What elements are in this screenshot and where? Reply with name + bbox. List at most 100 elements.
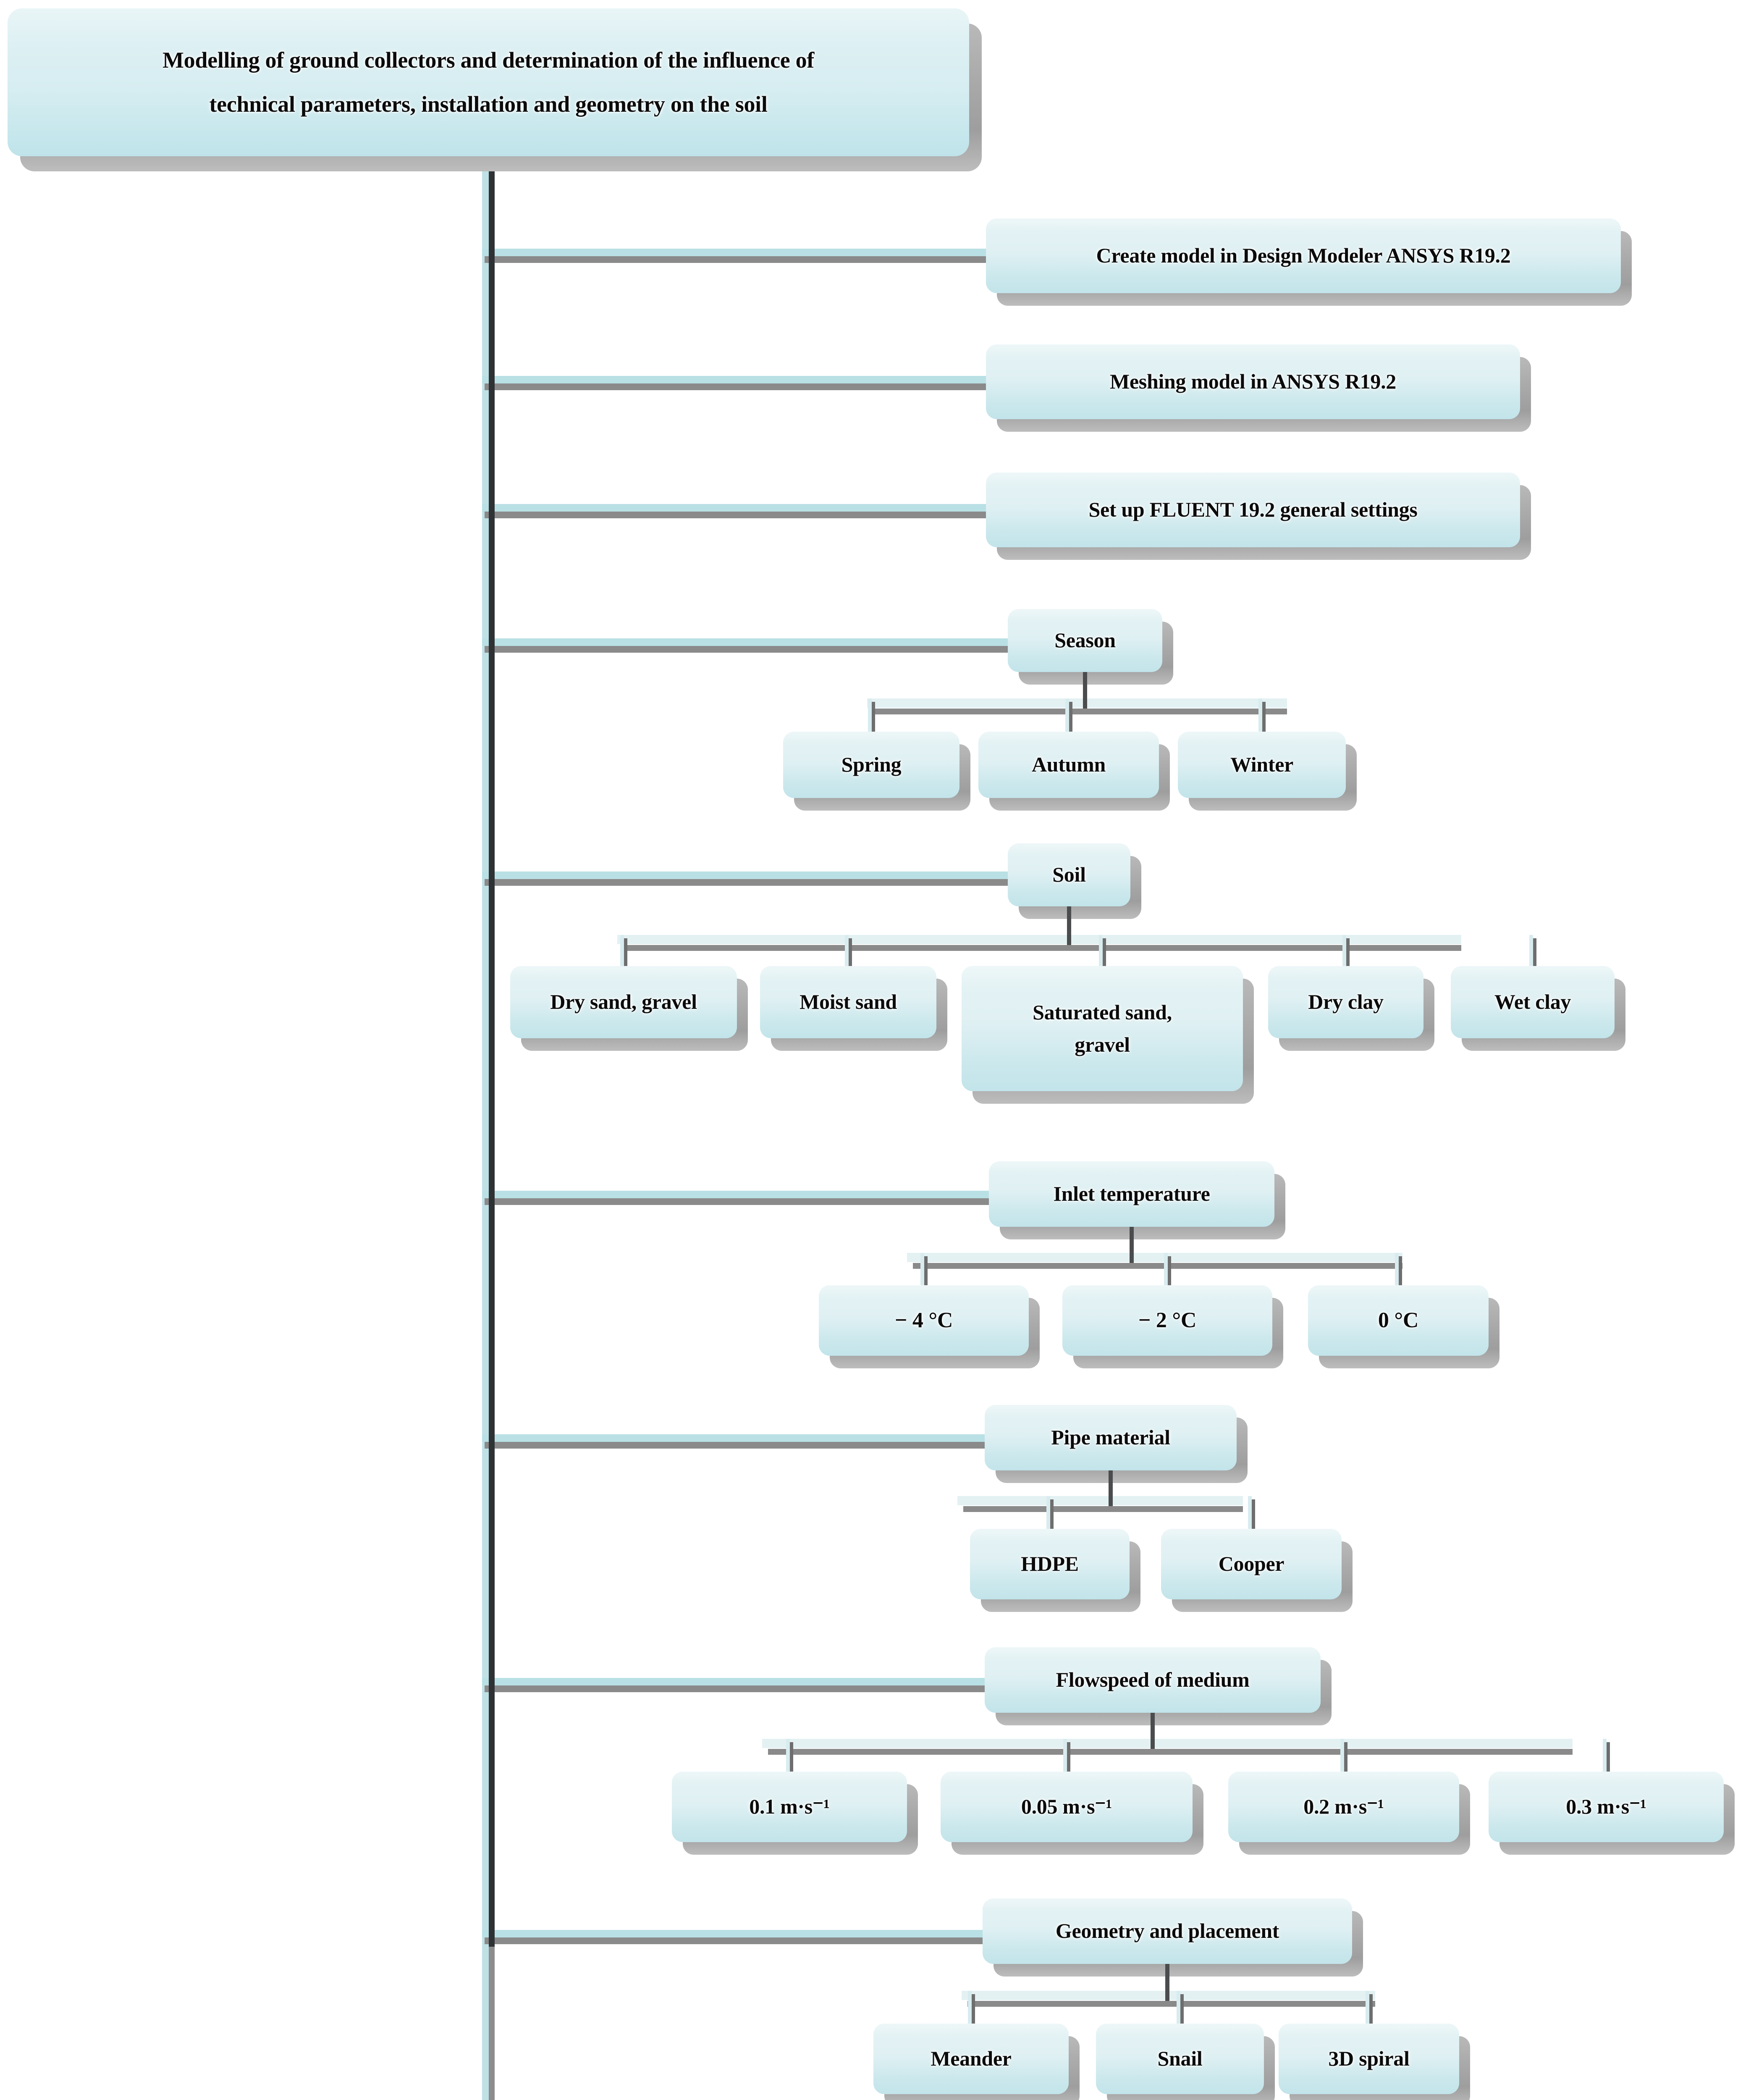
node-winter[interactable]: Winter [1178,732,1346,798]
node-dry-sand-gravel[interactable]: Dry sand, gravel [510,966,737,1038]
node-saturated-sand-gravel-drop-shadow [1103,938,1106,971]
node-dry-sand-gravel-drop-shadow [624,938,627,971]
node-3d-spiral-drop-shadow [1369,1994,1373,2029]
node-winter-drop-shadow [1262,702,1266,737]
node-minus-2c-drop-shadow [1168,1256,1171,1290]
node-inlet-temperature[interactable]: Inlet temperature [989,1161,1274,1227]
node-spring[interactable]: Spring [783,732,959,798]
node-fluent-settings[interactable]: Set up FLUENT 19.2 general settings [986,472,1520,547]
node-minus-4c-drop-shadow [924,1256,928,1290]
node-meshing-model-connector [482,376,990,383]
node-3d-spiral-drop [1366,1991,1369,2029]
node-create-model-connector [482,249,990,256]
node-fluent-settings-label: Set up FLUENT 19.2 general settings [1088,498,1418,522]
diagram-title-label: Modelling of ground collectors and deter… [162,47,814,117]
node-soil-stem [1067,904,1071,945]
node-soil[interactable]: Soil [1008,843,1130,906]
node-fluent-settings-connector [482,504,990,512]
node-dry-clay-drop [1342,935,1346,971]
node-wet-clay[interactable]: Wet clay [1451,966,1615,1038]
node-season-children-bar [867,698,1287,708]
node-meander[interactable]: Meander [873,2024,1069,2094]
node-autumn-drop [1065,698,1069,737]
node-geometry-placement-stem [1165,1961,1169,2001]
node-minus-2c[interactable]: − 2 °C [1062,1285,1272,1356]
node-pipe-material-children-bar [957,1496,1243,1505]
node-create-model[interactable]: Create model in Design Modeler ANSYS R19… [986,218,1621,293]
node-moist-sand[interactable]: Moist sand [760,966,936,1038]
node-soil-connector [482,872,1012,879]
node-dry-clay[interactable]: Dry clay [1268,966,1423,1038]
node-autumn[interactable]: Autumn [978,732,1159,798]
node-meander-drop-shadow [971,1994,975,2029]
node-pipe-material[interactable]: Pipe material [985,1405,1237,1470]
node-pipe-material-children-bar-shadow [963,1506,1243,1512]
node-spring-label: Spring [841,753,902,777]
node-speed-03[interactable]: 0.3 m·s⁻¹ [1489,1772,1724,1842]
node-meshing-model[interactable]: Meshing model in ANSYS R19.2 [986,344,1520,419]
node-speed-01[interactable]: 0.1 m·s⁻¹ [672,1772,907,1842]
node-speed-02[interactable]: 0.2 m·s⁻¹ [1228,1772,1459,1842]
node-moist-sand-drop-shadow [849,938,852,971]
main-spine [482,151,489,2100]
node-hdpe-drop [1046,1496,1050,1534]
node-winter-drop [1258,698,1262,737]
node-dry-sand-gravel-label: Dry sand, gravel [550,990,697,1014]
node-flowspeed-connector-shadow [485,1685,989,1692]
node-spring-drop [868,698,872,737]
node-moist-sand-drop [845,935,849,971]
node-pipe-material-connector-shadow [485,1442,989,1449]
node-dry-sand-gravel-drop [620,935,624,971]
node-snail[interactable]: Snail [1096,2024,1264,2094]
node-speed-005-label: 0.05 m·s⁻¹ [1021,1795,1112,1819]
node-inlet-temperature-label: Inlet temperature [1053,1182,1210,1206]
node-flowspeed-label: Flowspeed of medium [1056,1668,1250,1692]
node-speed-005[interactable]: 0.05 m·s⁻¹ [941,1772,1193,1842]
node-saturated-sand-gravel[interactable]: Saturated sand, gravel [962,966,1243,1091]
node-meshing-model-connector-shadow [485,383,990,390]
node-hdpe-label: HDPE [1021,1552,1079,1576]
node-speed-01-drop-shadow [790,1742,793,1777]
node-create-model-connector-shadow [485,256,990,263]
node-3d-spiral-label: 3D spiral [1328,2047,1410,2071]
node-wet-clay-drop-shadow [1533,938,1536,971]
node-season-connector [482,638,1012,646]
node-speed-02-drop [1340,1739,1344,1777]
node-pipe-material-stem [1109,1468,1113,1506]
node-3d-spiral[interactable]: 3D spiral [1279,2024,1459,2094]
node-flowspeed[interactable]: Flowspeed of medium [985,1647,1321,1713]
node-moist-sand-label: Moist sand [800,990,897,1014]
node-speed-005-drop [1063,1739,1067,1777]
node-minus-2c-drop [1164,1253,1168,1290]
node-season-connector-shadow [485,646,1012,653]
node-cooper-drop [1248,1496,1252,1534]
node-speed-01-label: 0.1 m·s⁻¹ [749,1795,830,1819]
node-speed-01-drop [786,1739,790,1777]
node-flowspeed-children-bar-shadow [768,1749,1573,1755]
node-zero-c[interactable]: 0 °C [1308,1285,1489,1356]
node-minus-4c-drop [920,1253,924,1290]
node-cooper[interactable]: Cooper [1161,1529,1342,1599]
node-minus-4c[interactable]: − 4 °C [819,1285,1029,1356]
node-dry-clay-label: Dry clay [1308,990,1384,1014]
node-saturated-sand-gravel-drop [1099,935,1103,971]
node-speed-03-label: 0.3 m·s⁻¹ [1566,1795,1646,1819]
node-hdpe-drop-shadow [1050,1499,1054,1534]
node-minus-4c-label: − 4 °C [894,1308,953,1332]
node-season[interactable]: Season [1008,609,1162,672]
node-flowspeed-connector [482,1678,989,1685]
node-soil-children-bar [617,935,1461,944]
node-cooper-drop-shadow [1252,1499,1255,1534]
node-geometry-placement-connector [482,1930,987,1937]
node-geometry-placement[interactable]: Geometry and placement [983,1898,1352,1964]
node-create-model-label: Create model in Design Modeler ANSYS R19… [1096,244,1511,268]
node-snail-label: Snail [1157,2047,1203,2071]
node-hdpe[interactable]: HDPE [970,1529,1130,1599]
node-fluent-settings-connector-shadow [485,512,990,518]
node-wet-clay-label: Wet clay [1494,990,1571,1014]
node-season-stem [1083,669,1087,709]
node-pipe-material-connector [482,1434,989,1442]
node-pipe-material-label: Pipe material [1051,1425,1170,1449]
node-meander-label: Meander [931,2047,1012,2071]
